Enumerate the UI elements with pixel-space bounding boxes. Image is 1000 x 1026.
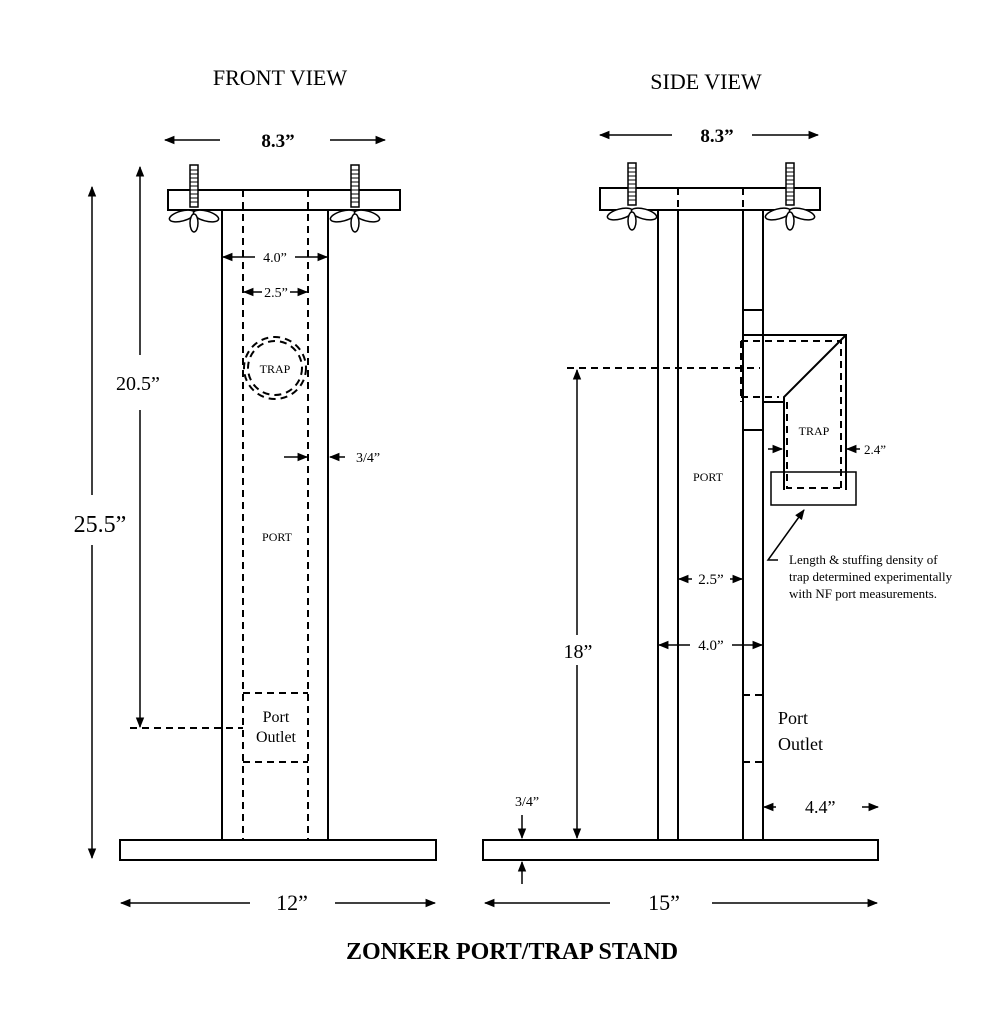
side-port-label: PORT	[693, 470, 724, 484]
side-note-line-1: Length & stuffing density of	[789, 552, 938, 567]
front-column	[221, 209, 329, 841]
side-top-plate	[599, 187, 821, 211]
front-base-width-label: 12”	[276, 890, 308, 915]
side-view-heading: SIDE VIEW	[650, 69, 762, 94]
side-trap-cap	[770, 471, 857, 506]
side-outlet-label-2: Outlet	[778, 734, 823, 754]
front-wall-thickness-label: 3/4”	[356, 451, 380, 466]
side-trap-inner	[740, 340, 842, 490]
front-total-height-label: 25.5”	[74, 512, 127, 538]
front-outlet-label-2: Outlet	[256, 729, 297, 746]
side-outer-width-label: 4.0”	[698, 638, 723, 654]
front-trap-circle	[243, 336, 307, 400]
side-trap-height-label: 18”	[564, 641, 593, 663]
side-trap-outline	[743, 334, 847, 490]
front-trap-circle-inner	[247, 340, 303, 396]
front-outlet-height-label: 20.5”	[116, 373, 160, 395]
side-inner-width-label: 2.5”	[698, 572, 723, 588]
front-view: FRONT VIEW 8.3” 4.0” 2.5” TRAP 3/4” PORT…	[74, 65, 437, 915]
side-note-pointer-arrow	[766, 509, 805, 561]
side-note-line-2: trap determined experimentally	[789, 569, 953, 584]
front-top-width-label: 8.3”	[261, 131, 294, 152]
side-top-width-label: 8.3”	[700, 126, 733, 147]
front-outer-width-label: 4.0”	[263, 251, 287, 266]
front-view-heading: FRONT VIEW	[213, 65, 347, 90]
side-note-line-3: with NF port measurements.	[789, 586, 937, 601]
side-trap-width-label: 2.4”	[864, 442, 886, 457]
side-base-thickness-label: 3/4”	[515, 795, 539, 810]
side-outlet-label-1: Port	[778, 708, 808, 728]
side-base-width-label: 15”	[648, 890, 680, 915]
front-trap-label: TRAP	[260, 362, 291, 376]
front-port-label: PORT	[262, 530, 293, 544]
side-offset-label: 4.4”	[805, 797, 836, 817]
front-inner-width-label: 2.5”	[264, 286, 288, 301]
front-top-plate	[167, 189, 401, 211]
front-base	[119, 839, 437, 861]
side-view: SIDE VIEW 8.3” TRAP 2.4” 18” PORT Length…	[482, 69, 953, 915]
side-trap-label: TRAP	[799, 424, 830, 438]
diagram-title: ZONKER PORT/TRAP STAND	[346, 939, 678, 965]
front-outlet-label-1: Port	[263, 709, 290, 726]
side-base	[482, 839, 879, 861]
